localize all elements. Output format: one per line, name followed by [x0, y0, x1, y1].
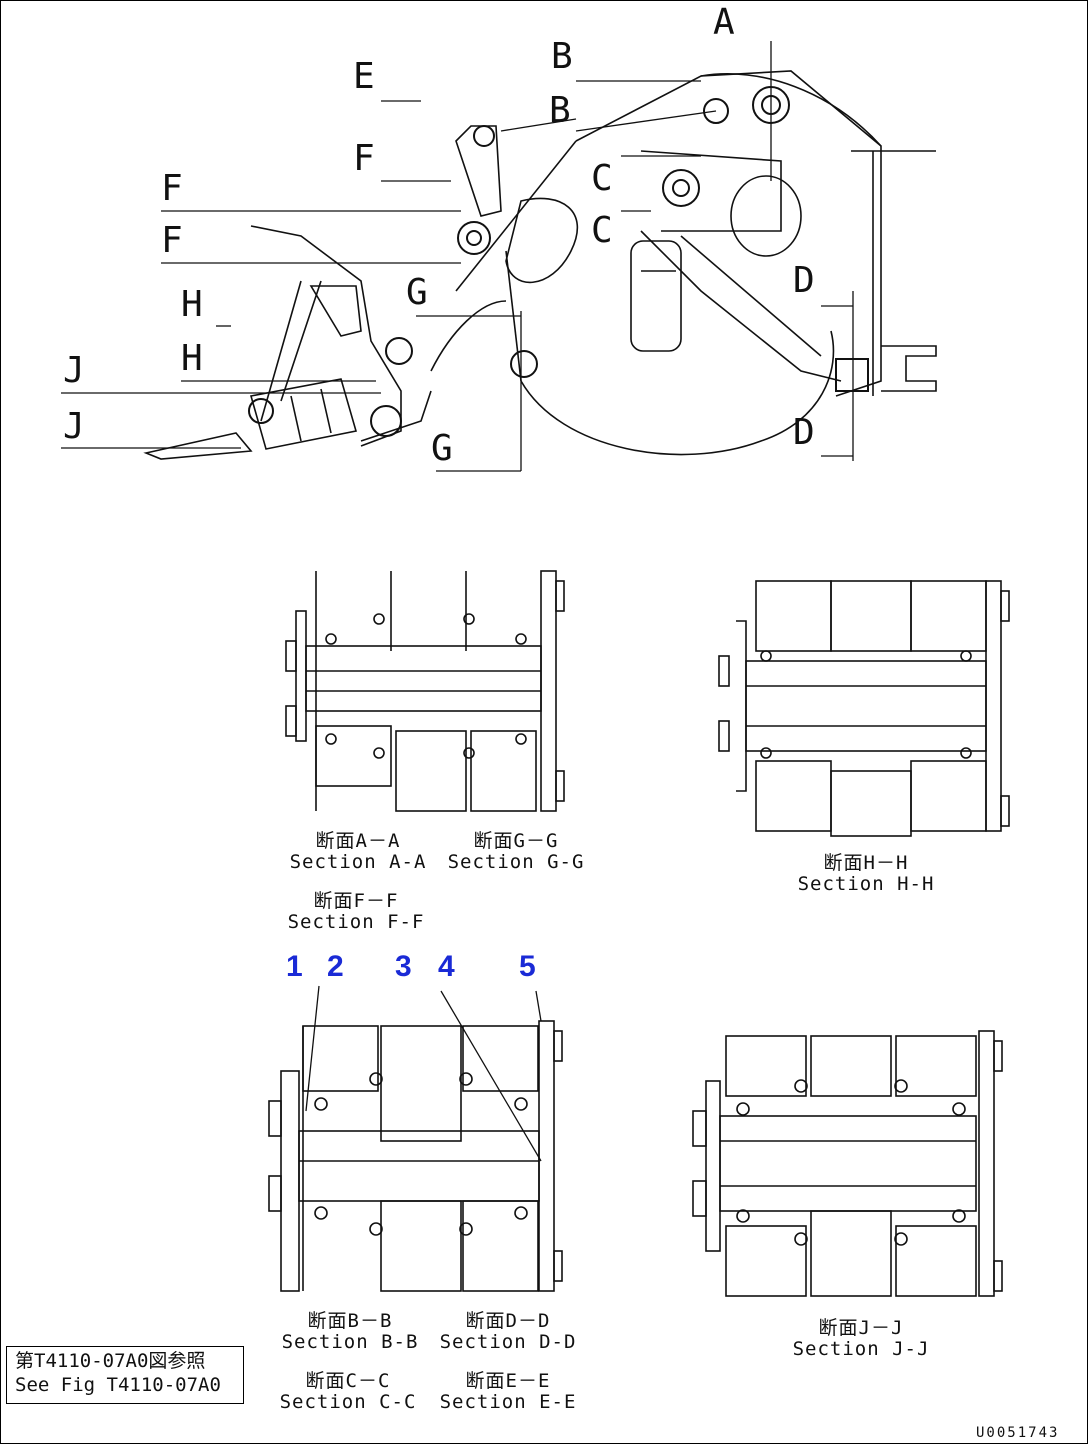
letter-d-2: D — [793, 412, 815, 453]
callout-5: 5 — [519, 950, 536, 983]
letter-h-1: H — [181, 284, 203, 325]
section-j-view — [692, 1030, 1003, 1297]
callout-4: 4 — [438, 950, 455, 983]
letter-d-1: D — [793, 260, 815, 301]
letter-g-1: G — [406, 272, 428, 313]
caption-jp: 断面G－G — [473, 830, 559, 852]
callout-3: 3 — [395, 950, 412, 983]
callout-2: 2 — [327, 950, 344, 983]
reference-box: 第T4110-07A0図参照 See Fig T4110-07A0 — [6, 1346, 244, 1404]
caption-section-a: 断面A－A Section A-A — [283, 831, 433, 873]
caption-section-j: 断面J－J Section J-J — [786, 1318, 936, 1360]
letter-c-2: C — [591, 210, 613, 251]
caption-en: Section D-D — [439, 1331, 577, 1353]
caption-en: Section G-G — [447, 851, 585, 873]
letter-f-3: F — [161, 220, 183, 261]
caption-section-d: 断面D－D Section D-D — [433, 1311, 583, 1353]
letter-h-2: H — [181, 338, 203, 379]
caption-en: Section E-E — [439, 1391, 577, 1413]
caption-en: Section H-H — [797, 873, 935, 895]
letter-b-2: B — [549, 90, 571, 131]
caption-jp: 断面H－H — [823, 852, 909, 874]
caption-jp: 断面E－E — [465, 1370, 551, 1392]
letter-g-2: G — [431, 428, 453, 469]
letter-f-2: F — [161, 168, 183, 209]
section-h-view — [718, 580, 1010, 837]
reference-jp: 第T4110-07A0図参照 — [15, 1350, 206, 1372]
letter-b-1: B — [551, 36, 573, 77]
section-b-view — [268, 1020, 563, 1292]
caption-section-g: 断面G－G Section G-G — [441, 831, 591, 873]
caption-en: Section C-C — [279, 1391, 417, 1413]
caption-en: Section A-A — [289, 851, 427, 873]
callout-leaders — [305, 985, 542, 1162]
caption-jp: 断面A－A — [315, 830, 401, 852]
caption-section-c: 断面C－C Section C-C — [273, 1371, 423, 1413]
caption-en: Section F-F — [287, 911, 425, 933]
caption-jp: 断面F－F — [313, 890, 399, 912]
caption-en: Section J-J — [792, 1338, 930, 1360]
main-side-view — [143, 70, 937, 460]
caption-section-e: 断面E－E Section E-E — [433, 1371, 583, 1413]
caption-jp: 断面D－D — [465, 1310, 551, 1332]
caption-section-h: 断面H－H Section H-H — [791, 853, 941, 895]
letter-c-1: C — [591, 158, 613, 199]
section-a-view — [285, 570, 565, 812]
letter-f-1: F — [353, 138, 375, 179]
section-leaders — [61, 41, 854, 472]
caption-jp: 断面J－J — [818, 1317, 904, 1339]
caption-en: Section B-B — [281, 1331, 419, 1353]
caption-jp: 断面B－B — [307, 1310, 393, 1332]
letter-j-1: J — [63, 350, 85, 391]
caption-jp: 断面C－C — [305, 1370, 391, 1392]
letter-j-2: J — [63, 406, 85, 447]
callout-1: 1 — [286, 950, 303, 983]
caption-section-f: 断面F－F Section F-F — [281, 891, 431, 933]
drawing-number: U0051743 — [976, 1425, 1060, 1441]
reference-en: See Fig T4110-07A0 — [15, 1374, 221, 1396]
letter-e: E — [353, 56, 375, 97]
letter-a: A — [713, 2, 735, 43]
caption-section-b: 断面B－B Section B-B — [275, 1311, 425, 1353]
